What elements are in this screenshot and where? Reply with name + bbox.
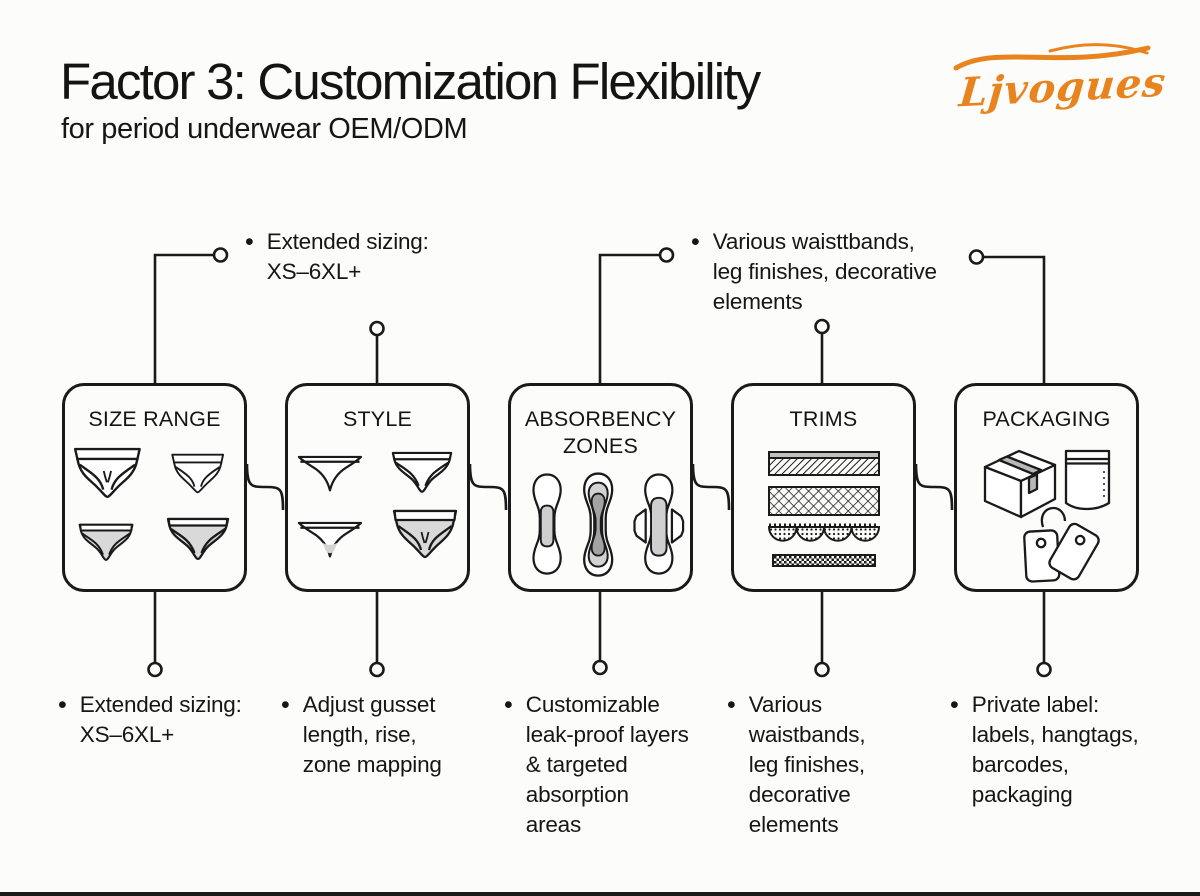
page-subtitle: for period underwear OEM/ODM [61,113,468,145]
brand-logo: Ljvogues [952,38,1168,118]
annotation-packaging: • Private label: labels, hangtags, barco… [950,690,1139,810]
node-circle [658,247,675,263]
annotation-text: Adjust gusset length, rise, zone mapping [302,692,442,777]
box-title: PACKAGING [982,407,1111,431]
bottom-edge-strip [0,892,1200,896]
factor-box-size-range: SIZE RANGE [62,383,247,592]
box-title: STYLE [342,407,413,431]
factor-box-packaging: PACKAGING [954,383,1139,592]
annotation-text: Customizable leak-proof layers & targete… [525,692,689,837]
link-box4-box5 [914,463,954,511]
bullet-dot: • [504,691,513,719]
underwear-styles-icon [297,451,457,559]
annotation-style: • Adjust gusset length, rise, zone mappi… [281,690,442,780]
factor-box-trims: TRIMS [731,383,916,592]
box-title: SIZE RANGE [88,407,221,431]
link-box2-box3 [468,463,508,511]
node-circle [369,320,385,337]
annotation-top-waistbands: • Various waisttbands, leg finishes, dec… [691,227,937,317]
node-circle [147,661,163,678]
trim-swatches-icon [767,451,880,567]
annotation-text: Various waistbands, leg finishes, decora… [748,692,866,837]
bullet-dot: • [950,691,959,719]
annotation-top-sizing: • Extended sizing: XS–6XL+ [245,227,429,287]
annotation-text: Extended sizing: XS–6XL+ [266,229,429,284]
underwear-size-range-icon [73,447,229,561]
node-circle [592,659,608,676]
annotation-text: Various waisttbands, leg finishes, decor… [712,229,937,314]
bullet-dot: • [58,691,67,719]
node-circle [1036,661,1052,678]
link-box1-box2 [245,463,285,511]
box-title: ABSORBENCY ZONES [524,407,677,458]
packaging-items-icon [983,449,1110,583]
node-circle [369,661,385,678]
annotation-absorbency: • Customizable leak-proof layers & targe… [504,690,689,840]
bullet-dot: • [691,228,700,256]
node-circle [212,247,229,263]
box-title: TRIMS [789,407,858,431]
bullet-dot: • [281,691,290,719]
connector-size-range-top [153,253,214,383]
factor-box-style: STYLE [285,383,470,592]
bullet-dot: • [727,691,736,719]
brand-logo-text: Ljvogues [957,58,1169,117]
connector-packaging-top [983,255,1046,383]
logo-swoosh-icon [953,43,1151,71]
annotation-trims: • Various waistbands, leg finishes, deco… [727,690,866,840]
absorbency-pads-icon [531,471,684,577]
link-box3-box4 [691,463,731,511]
factor-box-absorbency-zones: ABSORBENCY ZONES [508,383,693,592]
connector-absorbency-top [598,253,660,383]
node-circle [968,249,985,265]
annotation-size-range: • Extended sizing: XS–6XL+ [58,690,242,750]
page-title: Factor 3: Customization Flexibility [60,53,761,110]
bullet-dot: • [245,228,254,256]
node-circle [814,661,830,678]
annotation-text: Extended sizing: XS–6XL+ [79,692,242,747]
annotation-text: Private label: labels, hangtags, barcode… [971,692,1139,807]
node-circle [814,318,830,335]
